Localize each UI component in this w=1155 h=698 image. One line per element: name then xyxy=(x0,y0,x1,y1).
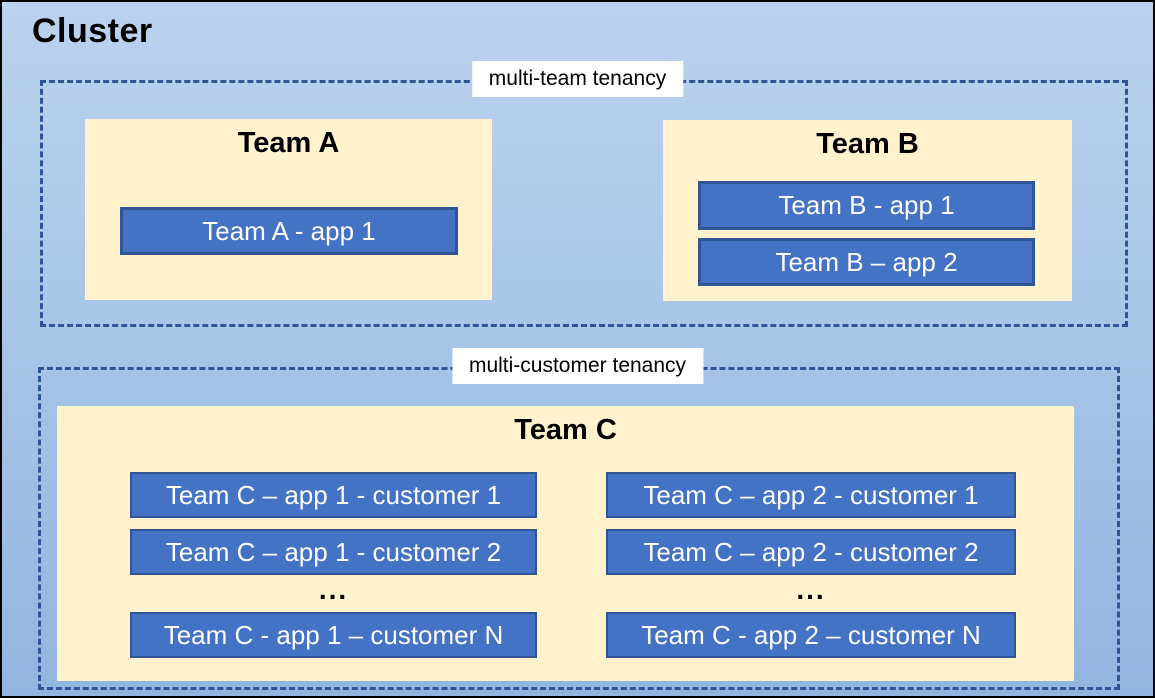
team-c-app-2-customer-1-box: Team C – app 2 - customer 1 xyxy=(606,472,1016,518)
team-c-app-1-ellipsis: ... xyxy=(318,574,349,605)
team-b-app-2-box: Team B – app 2 xyxy=(698,238,1035,286)
team-a-box: Team A Team A - app 1 xyxy=(85,119,492,300)
team-b-title: Team B xyxy=(816,128,919,160)
team-a-app-1-box: Team A - app 1 xyxy=(120,207,458,255)
team-c-app-2-customer-n-box: Team C - app 2 – customer N xyxy=(606,612,1016,658)
team-b-app-1-box: Team B - app 1 xyxy=(698,181,1035,230)
team-c-app-2-customer-2-box: Team C – app 2 - customer 2 xyxy=(606,529,1016,575)
team-c-title: Team C xyxy=(514,414,617,446)
multi-team-tenancy-label: multi-team tenancy xyxy=(471,61,684,97)
team-c-app-1-customer-1-box: Team C – app 1 - customer 1 xyxy=(130,472,537,518)
team-b-box: Team B Team B - app 1 Team B – app 2 xyxy=(663,120,1072,301)
team-c-box: Team C Team C – app 1 - customer 1 Team … xyxy=(57,406,1074,681)
team-a-title: Team A xyxy=(237,127,340,159)
team-c-app-1-customer-n-box: Team C - app 1 – customer N xyxy=(130,612,537,658)
cluster-title: Cluster xyxy=(32,12,153,50)
team-c-app-1-customer-2-box: Team C – app 1 - customer 2 xyxy=(130,529,537,575)
team-c-app-2-ellipsis: ... xyxy=(796,574,826,605)
multi-customer-tenancy-label: multi-customer tenancy xyxy=(451,348,704,384)
